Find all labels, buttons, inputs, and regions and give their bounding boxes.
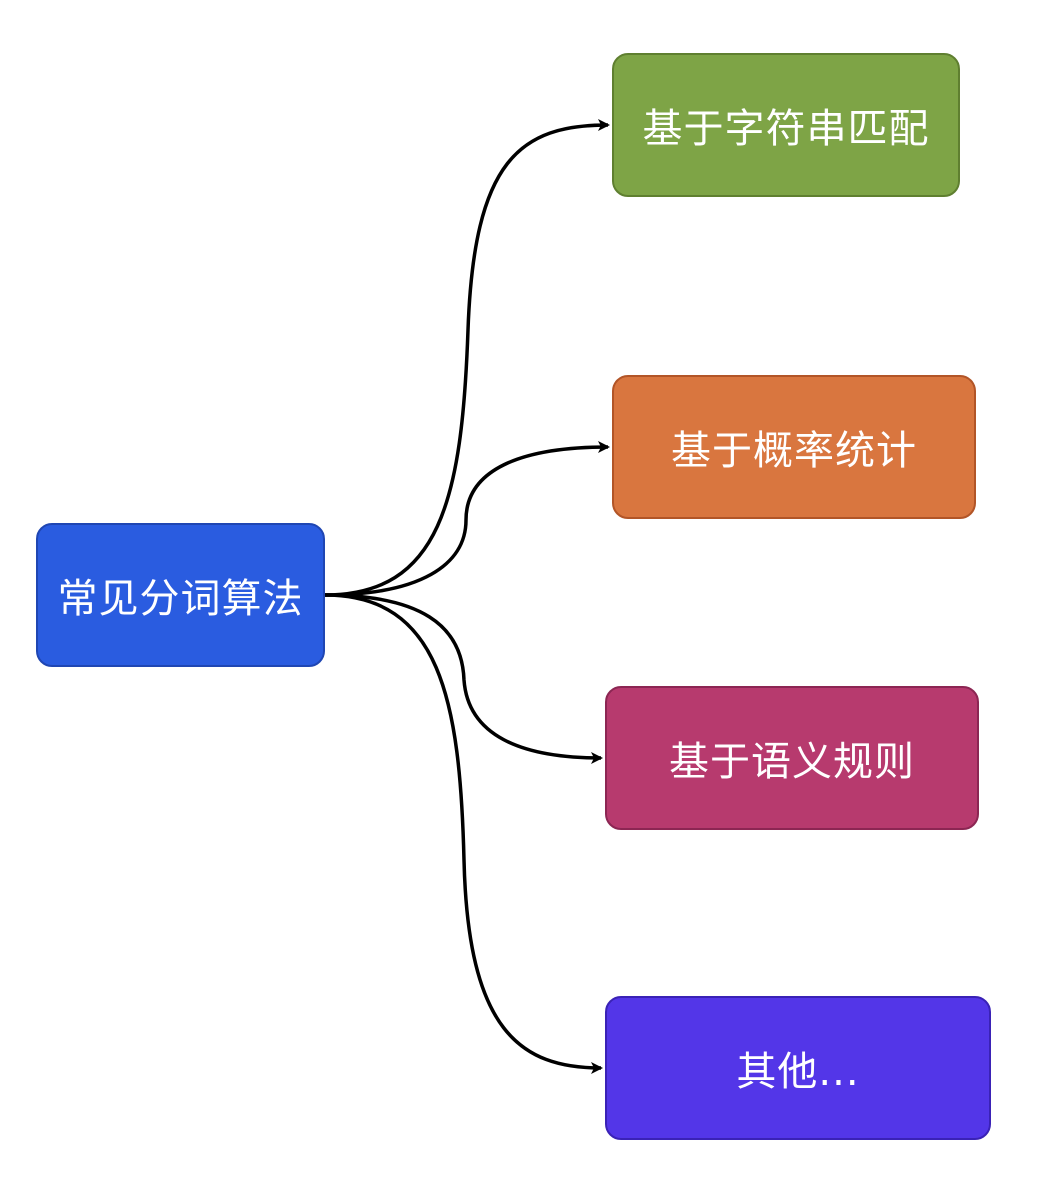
branch-node-string-matching: 基于字符串匹配 xyxy=(612,53,960,197)
branch-label: 基于概率统计 xyxy=(671,428,917,474)
edge-to-probability-statistics xyxy=(324,441,610,597)
root-label: 常见分词算法 xyxy=(57,576,304,622)
branch-node-others: 其他... xyxy=(605,996,991,1140)
branch-label: 基于字符串匹配 xyxy=(642,106,930,152)
branch-label: 基于语义规则 xyxy=(669,739,915,785)
branch-node-probability-statistics: 基于概率统计 xyxy=(612,375,976,519)
root-node: 常见分词算法 xyxy=(36,523,325,667)
edge-to-others xyxy=(324,593,603,1074)
edge-to-string-matching xyxy=(324,119,610,597)
edge-to-semantic-rules xyxy=(324,593,603,764)
branch-node-semantic-rules: 基于语义规则 xyxy=(605,686,979,830)
branch-label: 其他... xyxy=(736,1049,860,1095)
